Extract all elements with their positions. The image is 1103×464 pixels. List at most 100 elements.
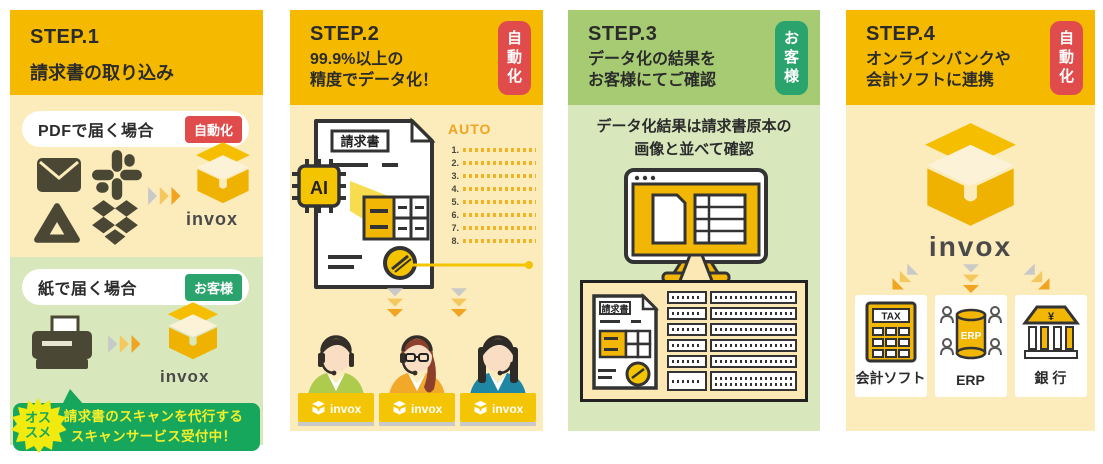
invox-wordmark: invox [160,367,210,386]
customer-badge: お客様 [184,273,242,301]
customer-badge: お客様 [775,21,808,96]
pdf-case-pill: PDFで届く場合 自動化 [22,111,249,147]
step2-label: STEP.2 [310,23,380,45]
google-drive-icon [34,203,80,243]
step3-title-line1: データ化の結果を [588,51,717,68]
table-row [667,355,797,369]
table-row [667,371,797,391]
step3-title-line2: お客様にてご確認 [588,71,717,89]
dropbox-icon [92,200,138,245]
invoice-document-illustration: 請求書 [314,117,436,289]
mini-doc-title: 請求書 [601,303,628,314]
bubble-line1: 請求書のスキャンを代行する [63,409,244,425]
panel-step2: STEP.2 99.9%以上の 精度でデータ化！ 自動化 請求書 [290,10,543,431]
accounting-software-card: TAX 会計ソフト [854,295,927,397]
data-row: 4. [448,182,536,195]
bank-icon: ¥ [1021,305,1080,359]
calculator-tax-icon: TAX [865,301,916,362]
data-row: 6. [448,208,536,221]
panel-step1: STEP.1 請求書の取り込み PDFで届く場合 自動化 [10,10,263,453]
data-row: 8. [448,234,536,247]
doc-title-text: 請求書 [340,134,379,149]
step4-title-line1: オンラインバンクや [866,51,1011,68]
card-label: 会計ソフト [855,370,926,386]
data-row: 1. [448,143,536,156]
erp-icon: ERP [939,305,1002,359]
step3-body: データ化結果は請求書原本の 画像と並べて確認 請求書 [568,105,820,431]
step1-label: STEP.1 [30,26,100,48]
recommend-line2: スメ [25,425,51,440]
data-row: 3. [448,169,536,182]
step1-header: STEP.1 請求書の取り込み [10,10,263,95]
step3-label: STEP.3 [588,23,658,45]
result-table [667,291,797,391]
card-label: 銀 行 [1034,370,1067,386]
invox-logo-icon [913,121,1028,229]
paper-case-pill: 紙で届く場合 お客様 [22,269,249,305]
step1-paper-section: 紙で届く場合 お客様 invox 請求書のスキャンを代行する スキャンサービス受… [10,257,263,453]
destination-cards: TAX 会計ソフト [846,295,1095,397]
step1-title: 請求書の取り込み [30,63,174,83]
step4-header: STEP.4 オンラインバンクや 会計ソフトに連携 自動化 [846,10,1095,105]
step2-title-line1: 99.9%以上の [310,51,404,68]
arrow-down-left-icon [883,263,918,298]
data-row: 7. [448,221,536,234]
automation-badge: 自動化 [1050,21,1083,96]
ai-chip-icon: AI [292,159,346,213]
tax-text: TAX [881,311,901,322]
recommend-line1: オス [25,410,51,425]
data-row: 5. [448,195,536,208]
step4-body: invox TAX 会計ソフト [846,105,1095,431]
pdf-case-label: PDFで届く場合 [38,123,155,140]
arrow-right-icon [148,187,186,205]
bank-card: ¥ 銀 行 [1014,295,1087,397]
arrow-down-right-icon [1023,263,1058,298]
table-row [667,307,797,321]
table-row [667,323,797,337]
ai-chip-text: AI [310,178,328,198]
card-label: ERP [956,372,985,388]
bubble-tail [62,389,84,405]
auto-badge: 自動化 [184,115,242,143]
data-row: 2. [448,156,536,169]
desk-invox-label: invox [411,402,443,416]
arrow-down-icon [387,288,403,322]
erp-card: ERP ERP [934,295,1007,397]
invox-wordmark: invox [186,209,239,229]
step3-caption-line2: 画像と並べて確認 [634,141,754,159]
auto-label: AUTO [448,121,492,137]
table-row [667,291,797,305]
desk-invox-label: invox [330,402,362,416]
step2-body: 請求書 AI AUTO [290,105,543,431]
desk-invox-label: invox [492,402,524,416]
auto-data-rows: 1. 2. 3. 4. 5. 6. 7. 8. [448,143,536,247]
step2-title-line2: 精度でデータ化！ [310,71,439,89]
mail-icon [37,158,81,192]
comparison-detail-panel: 請求書 [580,280,808,402]
table-row [667,339,797,353]
operators-row: invox invox [290,329,543,429]
step3-caption-line1: データ化結果は請求書原本の [596,118,792,135]
step4-label: STEP.4 [866,23,936,45]
panel-step3: STEP.3 データ化の結果を お客様にてご確認 お客様 データ化結果は請求書原… [568,10,820,431]
erp-text: ERP [960,331,981,342]
operator-orange-icon: invox [378,335,455,426]
automation-badge: 自動化 [498,21,531,96]
invox-wordmark: invox [928,231,1013,262]
step2-header: STEP.2 99.9%以上の 精度でデータ化！ 自動化 [290,10,543,105]
scanner-icon [32,315,92,369]
slack-icon [92,150,142,200]
panel-step4: STEP.4 オンラインバンクや 会計ソフトに連携 自動化 invox TAX [846,10,1095,431]
arrow-down-icon [963,264,979,298]
step1-pdf-section: PDFで届く場合 自動化 invox [10,95,263,257]
arrow-right-icon [108,335,146,353]
step4-title-line2: 会計ソフトに連携 [866,71,995,89]
yen-text: ¥ [1047,311,1054,323]
step3-header: STEP.3 データ化の結果を お客様にてご確認 お客様 [568,10,820,105]
operator-teal-icon: invox [459,335,536,426]
paper-case-label: 紙で届く場合 [38,281,138,298]
operator-green-icon: invox [297,335,374,426]
invox-logo-icon [190,141,256,205]
bubble-line2: スキャンサービス受付中！ [70,429,237,444]
